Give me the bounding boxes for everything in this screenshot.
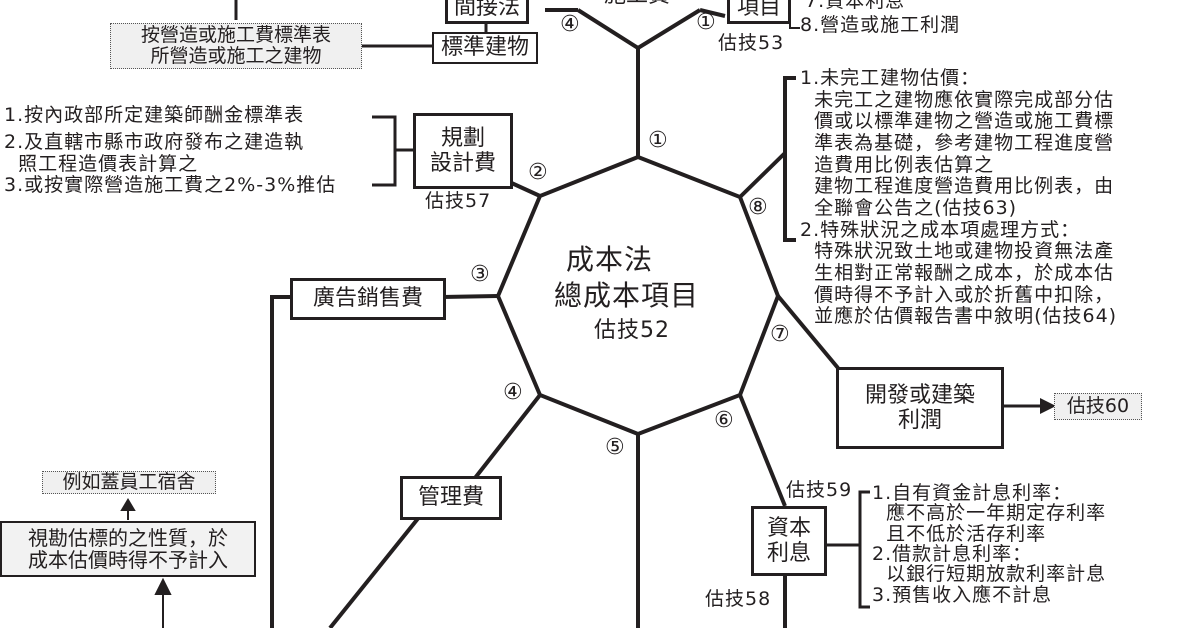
standard-building-note: 按營造或施工費標準表 所營造或施工之建物: [110, 23, 362, 69]
design-note-3: 3.或按實際營造施工費之2%-3%推估: [4, 174, 337, 196]
number-4: ④: [503, 380, 523, 405]
construction-fee-label: 施工費: [578, 0, 696, 8]
design-ref: 估技57: [425, 190, 492, 212]
indirect-method-box: 間接法: [445, 0, 529, 24]
management-fee-box: 管理費: [400, 476, 502, 520]
advertising-fee-box: 廣告銷售費: [290, 278, 446, 320]
interest-ref-top: 估技59: [786, 479, 853, 501]
special-notes: 1.未完工建物估價： 未完工之建物應依實際完成部分估 價或以標準建物之營造或施工…: [800, 67, 1118, 328]
standard-building-box: 標準建物: [432, 32, 538, 64]
number-2: ②: [528, 160, 548, 185]
design-note-1: 1.按內政部所定建築師酬金標準表: [4, 104, 305, 126]
top-diamond: [576, 8, 702, 51]
excluded-note: 視勘估標的之性質，於 成本估價時得不予計入: [0, 521, 256, 577]
capital-interest-box: 資本 利息: [751, 506, 827, 576]
number-5: ⑤: [605, 435, 625, 460]
number-7: ⑦: [770, 322, 790, 347]
interest-ref-bottom: 估技58: [705, 588, 772, 610]
number-items: ①: [696, 10, 716, 35]
number-3: ③: [470, 262, 490, 287]
interest-notes: 1.自有資金計息利率： 應不高於一年期定存利率 且不低於活存利率 2.借款計息利…: [872, 482, 1107, 606]
number-8: ⑧: [748, 195, 768, 220]
design-fee-box: 規劃 設計費: [413, 113, 513, 189]
item-8: 8.營造或施工利潤: [800, 14, 961, 36]
center-ref: 估技52: [594, 318, 670, 343]
number-indirect: ④: [560, 12, 580, 37]
example-note: 例如蓋員工宿舍: [42, 471, 216, 494]
center-title-1: 成本法: [566, 243, 654, 276]
item-7: 7.資本利息: [805, 0, 906, 12]
center-title-2: 總成本項目: [554, 279, 700, 312]
items-ref: 估技53: [718, 32, 785, 54]
development-profit-box: 開發或建築 利潤: [836, 367, 1004, 449]
number-6: ⑥: [714, 408, 734, 433]
number-1: ①: [648, 128, 668, 153]
design-note-2: 2.及直轄市縣市政府發布之建造執 照工程造價表計算之: [4, 131, 305, 175]
items-box: 項目: [727, 0, 791, 24]
profit-ref: 估技60: [1054, 393, 1142, 420]
